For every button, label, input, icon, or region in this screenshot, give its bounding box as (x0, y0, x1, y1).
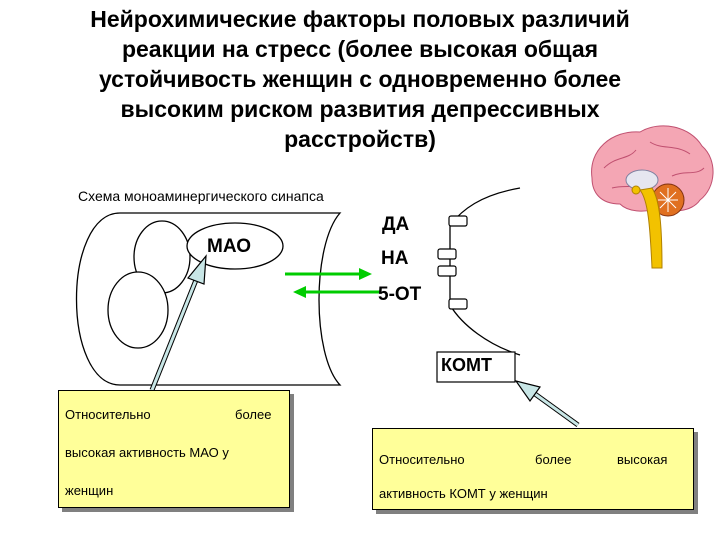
mao-note-line3: женщин (65, 483, 114, 498)
komt-note-line1-a: Относительно (379, 452, 465, 467)
receptor-upper (437, 248, 457, 260)
title-line-3: устойчивость женщин с одновременно более (98, 66, 622, 92)
receptor-bottom (448, 298, 468, 310)
komt-note-line2: активность КОМТ у женщин (379, 486, 548, 501)
serotonin-label: 5-ОТ (378, 284, 422, 305)
title-line-5: расстройств) (284, 126, 436, 152)
synapse-scheme-caption: Схема моноаминергического синапса (78, 188, 324, 204)
komt-label: КОМТ (441, 355, 492, 375)
mao-note-line1-a: Относительно (65, 407, 151, 422)
mao-pointer-arrow (149, 254, 207, 391)
title-line-4: высоким риском развития депрессивных (120, 96, 600, 122)
release-arrow (285, 268, 372, 280)
presynaptic-terminal (76, 212, 342, 386)
komt-label-box (436, 351, 516, 383)
title-line-2: реакции на стресс (более высокая общая (121, 36, 599, 62)
mao-label: МАО (207, 236, 252, 257)
komt-note-line1-c: высокая (617, 452, 668, 467)
brain-illustration (591, 125, 714, 269)
receptor-lower (437, 265, 457, 277)
komt-pointer-arrow (514, 380, 580, 428)
mao-note-line1-b: более (235, 407, 272, 422)
receptor-top (448, 215, 468, 227)
vesicle-bottom (107, 271, 169, 349)
title-line-1: Нейрохимические факторы половых различий (90, 6, 630, 32)
mao-note-line2: высокая активность МАО у (65, 445, 229, 460)
komt-note-line1-b: более (535, 452, 572, 467)
reuptake-arrow (293, 286, 380, 298)
mao-note: Относительно более высокая активность МА… (58, 390, 290, 508)
komt-note: Относительно более высокая активность КО… (372, 428, 694, 510)
da-label: ДА (382, 214, 410, 235)
mao-enzyme-ellipse (186, 222, 284, 270)
postsynaptic-terminal (437, 187, 521, 356)
na-label: НА (381, 248, 409, 269)
slide-title: Нейрохимические факторы половых различий… (10, 4, 710, 154)
brainstem (639, 187, 663, 269)
